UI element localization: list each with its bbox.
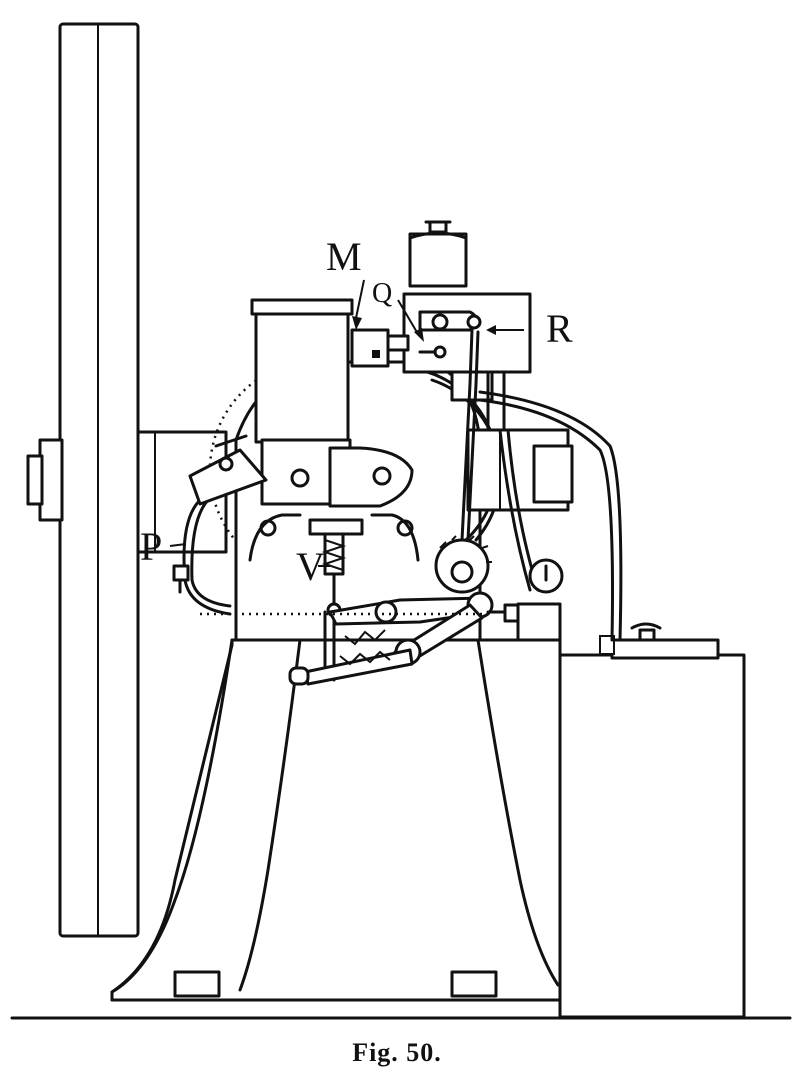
crosshead-plate: [248, 446, 420, 562]
label-pointers: [169, 279, 524, 567]
label-Q: Q: [372, 278, 392, 309]
fuel-tank: [408, 220, 468, 288]
igniter-P: [172, 434, 268, 594]
reservoir-R: [402, 292, 532, 430]
label-M: M: [326, 234, 362, 279]
cylinder: [250, 298, 354, 506]
mixer-M: [350, 328, 410, 368]
side-cabinet: [558, 622, 746, 1019]
figure-caption: Fig. 50.: [352, 1038, 442, 1067]
pressure-gauge: [516, 558, 564, 642]
label-R: R: [546, 306, 573, 351]
flywheel: [26, 22, 140, 938]
engine-base: [110, 638, 562, 1002]
label-P: P: [140, 524, 162, 569]
label-V: V: [296, 544, 325, 589]
valve-linkage: [200, 591, 522, 686]
valve-assembly: [308, 518, 364, 682]
governor-gear: [434, 535, 492, 594]
